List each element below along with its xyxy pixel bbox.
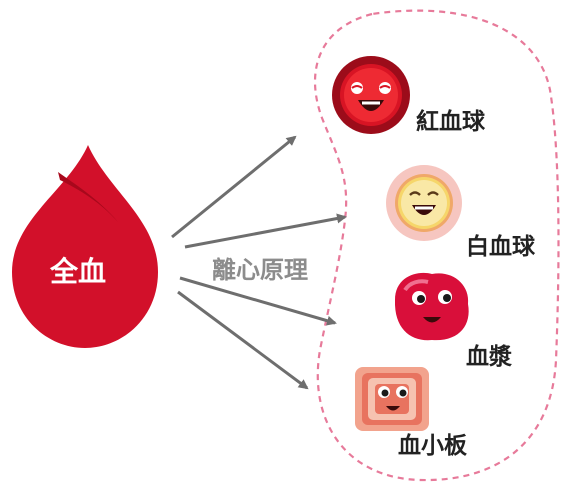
- blood-drop-icon: [12, 145, 158, 348]
- arrow-to-plasma: [179, 276, 337, 326]
- red-blood-cell-icon: [332, 56, 410, 134]
- plasma-label: 血漿: [466, 344, 512, 370]
- white-blood-cell-label: 白血球: [466, 234, 535, 260]
- platelet-label: 血小板: [398, 433, 467, 459]
- white-blood-cell-icon: [386, 165, 462, 241]
- whole-blood-label: 全血: [50, 255, 107, 288]
- arrow-to-white-blood-cell: [184, 213, 347, 249]
- platelet-icon: [355, 367, 429, 431]
- centrifuge-principle-label: 離心原理: [212, 256, 308, 284]
- red-blood-cell-label: 紅血球: [416, 109, 485, 135]
- arrow-to-platelet: [177, 290, 309, 390]
- components-dashed-outline: [314, 9, 560, 482]
- plasma-icon: [394, 272, 469, 341]
- arrow-to-red-blood-cell: [171, 135, 297, 239]
